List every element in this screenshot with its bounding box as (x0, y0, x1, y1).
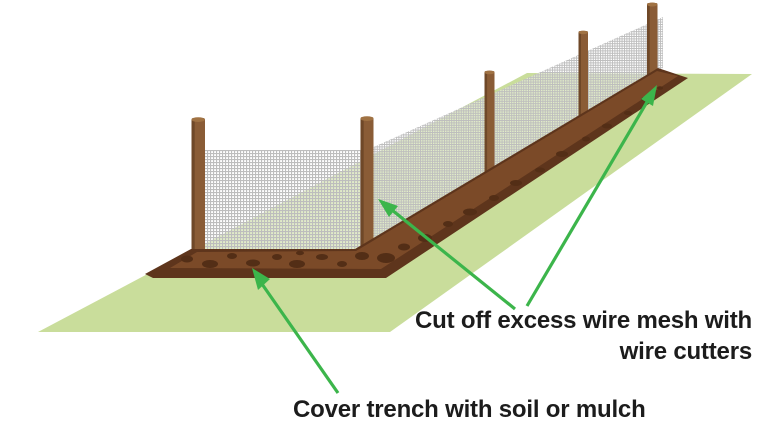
fence-post-4 (578, 30, 588, 123)
arrow-shaft (525, 101, 649, 307)
post-body (360, 117, 374, 256)
arrow-shaft (390, 208, 517, 311)
cut-mesh-arrow-left (378, 199, 517, 311)
label-cut-off-excess-line1: Cut off excess wire mesh with (415, 307, 752, 334)
cut-mesh-arrow-right (525, 85, 657, 307)
post-shade (647, 4, 650, 87)
arrow-head-icon (252, 268, 270, 290)
fence-post-5 (647, 2, 658, 87)
post-cap (191, 117, 205, 122)
post-cap (484, 70, 495, 75)
trench-soil-top (170, 71, 678, 269)
post-cap (360, 116, 374, 121)
arrow-shaft (260, 283, 340, 394)
label-cut-off-excess-line2: wire cutters (619, 338, 753, 365)
fence-post-2 (360, 116, 374, 256)
label-cut-off-excess: Cut off excess wire mesh with wire cutte… (415, 305, 752, 367)
post-shade (360, 119, 364, 256)
soil-spots (181, 86, 663, 268)
wire-mesh-receding-section (367, 17, 663, 252)
fence-post-3 (484, 70, 495, 177)
post-shade (578, 32, 581, 123)
post-cap (647, 2, 658, 7)
post-shade (484, 72, 488, 177)
wire-mesh-front-section (197, 150, 367, 254)
cover-trench-arrow (252, 268, 340, 394)
post-shade (191, 120, 195, 257)
arrow-head-icon (378, 199, 398, 217)
label-cover-trench: Cover trench with soil or mulch (293, 396, 646, 423)
post-body (191, 118, 205, 257)
fence-post-1 (191, 117, 205, 257)
post-cap (578, 30, 588, 35)
arrow-head-icon (641, 85, 657, 106)
